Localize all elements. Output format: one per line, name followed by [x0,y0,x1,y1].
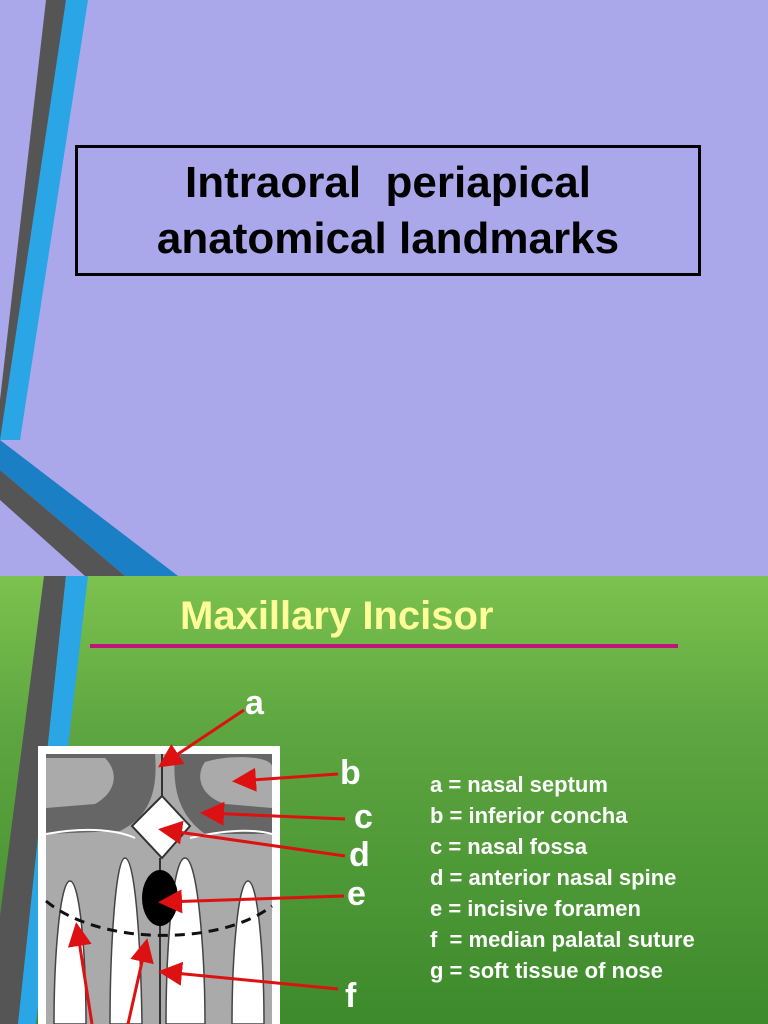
soft-tissue-nose-line [45,899,273,937]
heading-underline [90,644,678,648]
legend-item-e: e = incisive foramen [430,896,641,921]
legend-item-g: g = soft tissue of nose [430,958,663,983]
legend-item-c: c = nasal fossa [430,834,588,859]
marker-d: d [349,836,370,874]
title-slide: Intraoral periapical anatomical landmark… [0,0,768,576]
title-line-2: anatomical landmarks [156,213,620,263]
legend-item-f: f = median palatal suture [430,927,695,952]
incisive-foramen [142,870,178,926]
maxillary-incisor-slide: Maxillary Incisor [0,576,768,1024]
marker-c: c [354,798,373,836]
arrow-e [158,889,345,914]
title-line-1: Intraoral periapical [185,157,591,207]
arrow-a [158,708,245,768]
title-box: Intraoral periapical anatomical landmark… [75,145,701,276]
legend-item-d: d = anterior nasal spine [430,865,677,890]
legend-item-b: b = inferior concha [430,803,628,828]
arrow-d [158,820,346,858]
slide-decoration [0,0,178,576]
maxillary-incisor-diagram [38,708,346,1024]
slide-heading: Maxillary Incisor [180,594,494,638]
arrow-g-right [126,938,154,1024]
inferior-concha-left [46,758,114,808]
marker-b: b [340,754,361,792]
arrow-g-left [67,922,94,1024]
legend-item-a: a = nasal septum [430,772,608,797]
arrow-b [232,767,339,792]
tooth-lateral-right [231,880,265,1024]
marker-a: a [245,684,264,722]
arrow-c [200,801,346,826]
landmark-legend: a = nasal septum b = inferior concha c =… [430,769,695,986]
marker-e: e [347,875,366,913]
marker-f: f [345,977,357,1015]
arrow-f [158,961,339,991]
